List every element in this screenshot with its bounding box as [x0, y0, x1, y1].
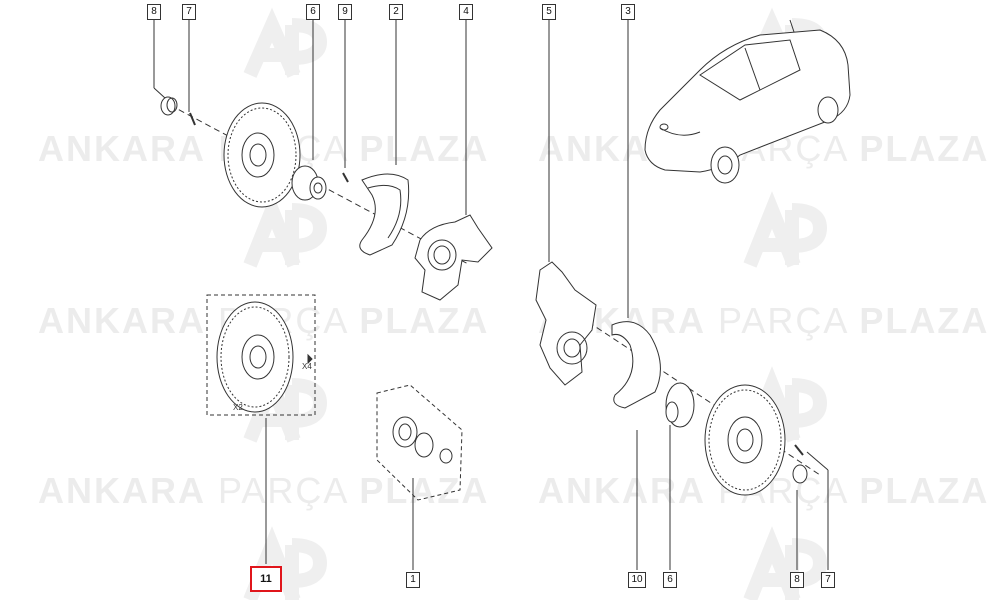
- callout-8-top[interactable]: 8: [147, 4, 161, 20]
- callout-10-bottom[interactable]: 10: [628, 572, 646, 588]
- callout-11-bottom-highlighted[interactable]: 11: [250, 566, 282, 592]
- callout-6-bottom[interactable]: 6: [663, 572, 677, 588]
- callout-8-bottom[interactable]: 8: [790, 572, 804, 588]
- disc-quantity: X2: [233, 403, 243, 412]
- callout-2-top[interactable]: 2: [389, 4, 403, 20]
- callout-3-top[interactable]: 3: [621, 4, 635, 20]
- callout-5-top[interactable]: 5: [542, 4, 556, 20]
- callout-6-top[interactable]: 6: [306, 4, 320, 20]
- watermark-text: ANKARA PARÇA PLAZA: [538, 470, 990, 511]
- watermark-text: ANKARA PARÇA PLAZA: [38, 470, 490, 511]
- callout-7-bottom[interactable]: 7: [821, 572, 835, 588]
- callout-9-top[interactable]: 9: [338, 4, 352, 20]
- callout-7-top[interactable]: 7: [182, 4, 196, 20]
- callout-1-bottom[interactable]: 1: [406, 572, 420, 588]
- bolt-quantity: X4: [302, 362, 312, 371]
- callout-4-top[interactable]: 4: [459, 4, 473, 20]
